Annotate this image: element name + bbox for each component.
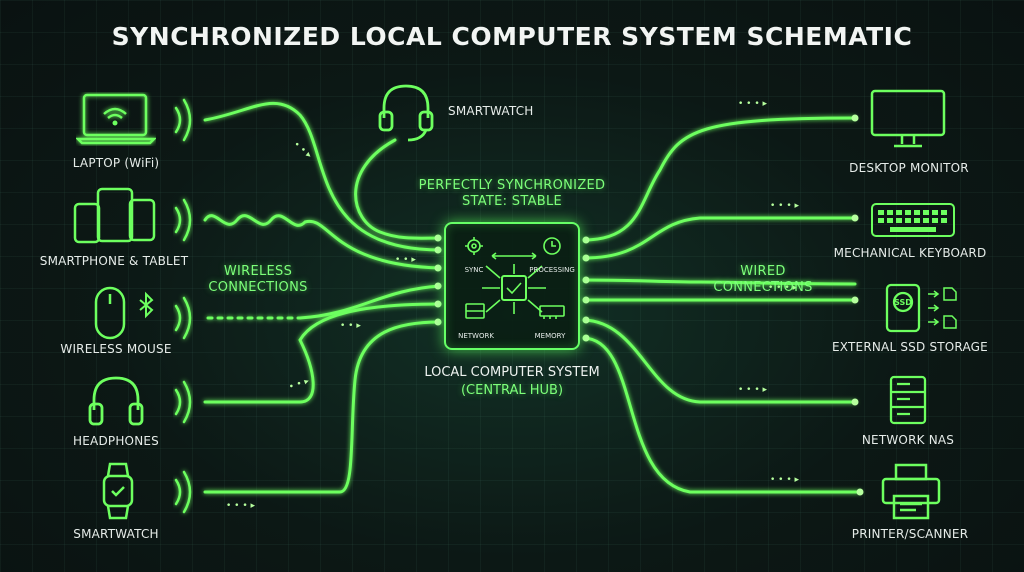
wireless-line-2: CONNECTIONS xyxy=(208,280,308,295)
status-line-2: STATE: STABLE xyxy=(461,194,563,209)
hub-module-processing: PROCESSING xyxy=(529,266,575,274)
hub-ports xyxy=(434,114,864,496)
phone-tablet-icon xyxy=(73,187,156,244)
svg-text:• • ▸: • • ▸ xyxy=(288,376,311,393)
svg-text:• • • ▸: • • • ▸ xyxy=(768,283,798,293)
laptop-wifi-icon xyxy=(76,93,156,145)
sync-status: PERFECTLY SYNCHRONIZED STATE: STABLE xyxy=(419,178,606,210)
device-label-keyboard: MECHANICAL KEYBOARD xyxy=(833,246,987,260)
flow-arrows: • • • ▸ • • • ▸ • • • ▸ • • • ▸ • • • ▸ … xyxy=(226,99,800,511)
svg-text:SSD: SSD xyxy=(894,298,912,307)
hub-caption-line-2: (CENTRAL HUB) xyxy=(460,383,564,398)
wire-monitor xyxy=(582,116,857,242)
keyboard-icon xyxy=(871,203,955,237)
device-label-laptop: LAPTOP (WiFi) xyxy=(72,156,160,170)
wire-ssd-2 xyxy=(582,278,857,286)
central-hub: SYNC PROCESSING NETWORK MEMORY xyxy=(444,222,580,350)
diagram-title: SYNCHRONIZED LOCAL COMPUTER SYSTEM SCHEM… xyxy=(111,22,913,51)
device-label-monitor: DESKTOP MONITOR xyxy=(849,161,969,175)
wire-nas xyxy=(582,318,857,404)
ssd-icon: SSD xyxy=(885,283,957,333)
device-label-nas: NETWORK NAS xyxy=(861,433,955,447)
printer-icon xyxy=(881,463,941,520)
svg-text:• • ▸: • • ▸ xyxy=(395,255,416,265)
device-label-top-smartwatch: SMARTWATCH xyxy=(448,104,534,118)
headphones-icon xyxy=(88,376,144,426)
hub-module-network: NETWORK xyxy=(458,332,494,340)
hub-module-memory: MEMORY xyxy=(534,332,566,340)
wired-line-2: CONNECTIONS xyxy=(713,280,813,295)
svg-text:• • • ▸: • • • ▸ xyxy=(770,475,800,485)
wire-mouse-2 xyxy=(298,284,442,320)
wire-smartwatch xyxy=(203,320,442,494)
svg-text:• • ▸: • • ▸ xyxy=(340,321,361,331)
wired-connections-label: WIRED CONNECTIONS xyxy=(713,264,812,296)
device-label-smartwatch: SMARTWATCH xyxy=(73,527,159,541)
hub-caption-line-1: LOCAL COMPUTER SYSTEM xyxy=(424,365,600,380)
device-label-ssd: EXTERNAL SSD STORAGE xyxy=(832,340,988,354)
hub-schematic xyxy=(465,237,565,319)
signal-arcs xyxy=(174,98,192,514)
device-label-headphones: HEADPHONES xyxy=(73,434,159,448)
wire-laptop xyxy=(203,101,442,252)
wired-line-1: WIRED xyxy=(740,264,786,279)
wire-printer xyxy=(582,336,862,494)
hub-module-sync: SYNC xyxy=(464,266,484,274)
headset-icon xyxy=(378,84,434,142)
wire-phone xyxy=(203,214,442,270)
svg-text:• • • ▸: • • • ▸ xyxy=(738,99,768,109)
mouse-bluetooth-icon xyxy=(94,286,154,340)
wire-top-headset xyxy=(354,138,442,240)
svg-text:• • • ▸: • • • ▸ xyxy=(226,501,256,511)
wire-keyboard xyxy=(582,216,857,260)
svg-text:• • ▸: • • ▸ xyxy=(291,140,314,161)
nas-icon xyxy=(889,375,927,425)
device-label-mouse: WIRELESS MOUSE xyxy=(60,342,172,356)
wireless-connections-label: WIRELESS CONNECTIONS xyxy=(208,264,307,296)
device-label-printer: PRINTER/SCANNER xyxy=(851,527,969,541)
svg-text:• • • ▸: • • • ▸ xyxy=(770,201,800,211)
svg-text:• • • ▸: • • • ▸ xyxy=(738,385,768,395)
status-line-1: PERFECTLY SYNCHRONIZED xyxy=(418,178,606,193)
smartwatch-icon xyxy=(102,462,134,520)
monitor-icon xyxy=(870,89,946,148)
wire-headphones xyxy=(203,302,442,404)
wireless-line-1: WIRELESS xyxy=(223,264,293,279)
hub-caption: LOCAL COMPUTER SYSTEM (CENTRAL HUB) xyxy=(424,364,599,400)
device-label-phone-tablet: SMARTPHONE & TABLET xyxy=(39,254,189,268)
